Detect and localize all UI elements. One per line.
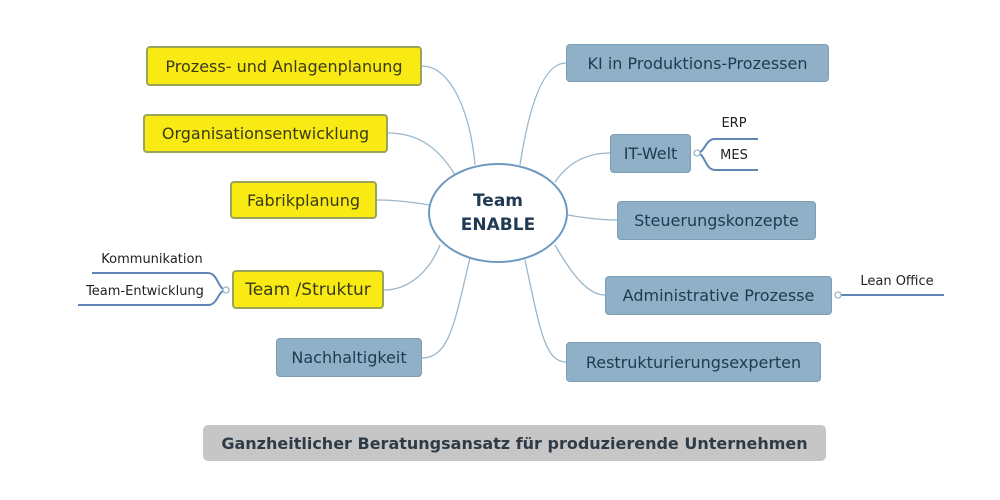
subtopic-mes[interactable]: MES xyxy=(720,148,748,163)
subtopic-erp[interactable]: ERP xyxy=(721,116,747,131)
node-ki-produktion[interactable]: KI in Produktions-Prozessen xyxy=(566,44,829,82)
node-it-welt[interactable]: IT-Welt xyxy=(610,134,691,173)
node-administrative-prozesse[interactable]: Administrative Prozesse xyxy=(605,276,832,315)
subtopic-team-entwicklung[interactable]: Team-Entwicklung xyxy=(86,284,204,299)
footer-caption: Ganzheitlicher Beratungsansatz für produ… xyxy=(203,425,826,461)
node-prozess-anlagenplanung[interactable]: Prozess- und Anlagenplanung xyxy=(146,46,422,86)
node-fabrikplanung[interactable]: Fabrikplanung xyxy=(230,181,377,219)
node-restrukturierungsexperten[interactable]: Restrukturierungsexperten xyxy=(566,342,821,382)
center-line2: ENABLE xyxy=(460,215,536,235)
node-team-struktur[interactable]: Team /Struktur xyxy=(232,270,384,309)
subtopic-lean-office[interactable]: Lean Office xyxy=(860,274,934,289)
center-line1: Team xyxy=(472,191,524,211)
node-nachhaltigkeit[interactable]: Nachhaltigkeit xyxy=(276,338,422,377)
node-steuerungskonzepte[interactable]: Steuerungskonzepte xyxy=(617,201,816,240)
node-organisationsentwicklung[interactable]: Organisationsentwicklung xyxy=(143,114,388,153)
central-topic[interactable]: Team ENABLE xyxy=(428,163,568,263)
subtopic-kommunikation[interactable]: Kommunikation xyxy=(101,252,203,267)
